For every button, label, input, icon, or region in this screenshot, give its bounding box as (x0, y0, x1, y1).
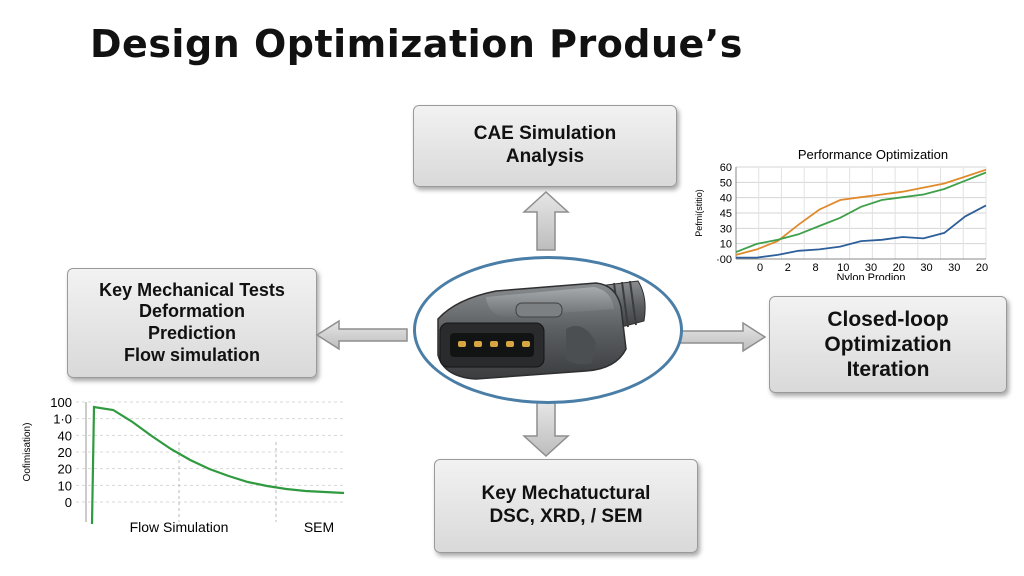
y-tick-label: 100 (50, 395, 72, 410)
x-tick-label: 20 (893, 262, 905, 274)
mechanical-tests-box: Key Mechanical Tests Deformation Predict… (67, 268, 317, 378)
key-line-2: DSC, XRD, / SEM (489, 506, 643, 527)
performance-chart: Performance Optimization 60 50 40 45 30 10 ·00 0… (694, 147, 988, 280)
y-tick-label: ·00 (716, 254, 732, 266)
page-title: Design Optimization Produe’s (90, 22, 743, 66)
series-line-0 (735, 168, 987, 256)
connector-hub (413, 256, 683, 404)
y-tick-label: 20 (58, 445, 72, 460)
cae-line-2: Analysis (505, 146, 585, 167)
y-tick-label: 10 (58, 478, 72, 493)
y-tick-label: 60 (720, 162, 732, 174)
x-tick-label: 0 (757, 262, 763, 274)
mech-line-3: Prediction (147, 323, 236, 343)
x-tick-label: 2 (785, 262, 791, 274)
cae-line-1: CAE Simulation (473, 123, 617, 145)
x-tick-label: 20 (976, 262, 988, 274)
mech-line-2: Deformation (138, 301, 245, 322)
series-line-1 (735, 171, 987, 253)
mech-line-4: Flow simulation (123, 344, 260, 365)
y-tick-label: 10 (720, 239, 732, 251)
x-axis-annotation: SEM (304, 519, 334, 535)
x-tick-label: 30 (948, 262, 960, 274)
closed-line-3: Iteration (846, 358, 930, 382)
characterization-box: Key Mechatuctural DSC, XRD, / SEM (434, 459, 698, 553)
closed-line-1: Closed-loop (827, 307, 949, 331)
y-tick-label: 0 (65, 495, 72, 510)
closed-loop-box: Closed-loop Optimization Iteration (769, 296, 1007, 393)
closed-line-2: Optimization (824, 332, 952, 356)
y-tick-label: 20 (58, 462, 72, 477)
y-tick-label: 30 (720, 223, 732, 235)
connector-plug-icon (437, 280, 646, 380)
x-tick-label: 8 (812, 262, 818, 274)
x-axis-label: Nylon Prodion (836, 272, 905, 280)
y-tick-label: 1·0 (53, 412, 72, 427)
x-axis-label: Flow Simulation (130, 519, 229, 535)
y-axis-label: Pefmi(stitio) (694, 189, 704, 237)
series-line-2 (736, 204, 987, 259)
key-line-1: Key Mechatuctural (481, 483, 651, 505)
y-tick-label: 40 (720, 193, 732, 205)
arrow-left-icon (315, 319, 408, 351)
y-tick-label: 50 (720, 177, 732, 189)
x-tick-label: 30 (865, 262, 877, 274)
mech-line-1: Key Mechanical Tests (99, 279, 285, 300)
arrow-down-icon (522, 401, 570, 458)
x-tick-label: 30 (920, 262, 932, 274)
chart-title: Performance Optimization (798, 147, 948, 162)
x-tick-label: 10 (837, 262, 849, 274)
arrow-right-icon (676, 321, 767, 353)
series-line-0 (90, 405, 345, 525)
y-axis-label: Oofimisation) (22, 423, 33, 482)
arrow-up-icon (522, 190, 570, 251)
y-tick-label: 40 (58, 428, 72, 443)
y-tick-label: 45 (720, 208, 732, 220)
cae-simulation-box: CAE Simulation Analysis (413, 105, 677, 187)
